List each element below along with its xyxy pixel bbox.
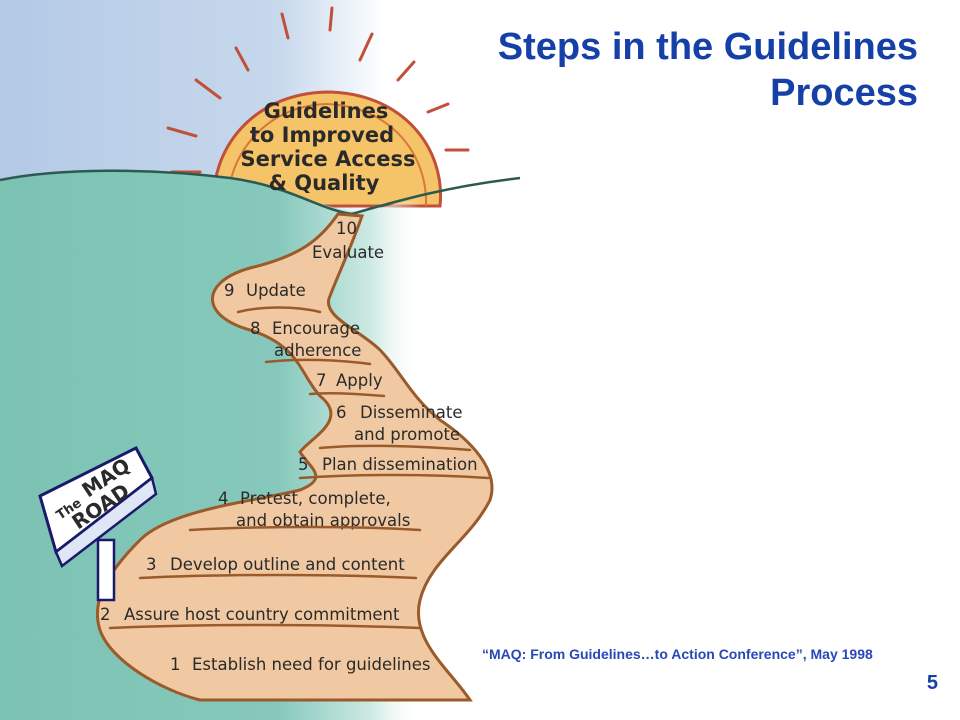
step-6-label-2: and promote bbox=[354, 425, 460, 444]
sun-text: Guidelines to Improved Service Access & … bbox=[240, 99, 415, 195]
step-1-number: 1 bbox=[170, 655, 181, 674]
sun-line-4: & Quality bbox=[269, 171, 380, 195]
step-9-number: 9 bbox=[224, 281, 235, 300]
step-3-number: 3 bbox=[146, 555, 157, 574]
sun-line-1: Guidelines bbox=[264, 99, 389, 123]
step-6-number: 6 bbox=[336, 403, 347, 422]
title-line-1: Steps in the Guidelines bbox=[497, 26, 918, 68]
step-5-label: Plan dissemination bbox=[322, 455, 478, 474]
step-10-number: 10 bbox=[336, 219, 357, 238]
step-5-number: 5 bbox=[298, 455, 309, 474]
hill-ridge-left bbox=[0, 169, 353, 216]
title-line-2: Process bbox=[770, 72, 918, 114]
step-7-label: Apply bbox=[336, 371, 383, 390]
step-2-label: Assure host country commitment bbox=[124, 605, 400, 624]
step-4-label-2: and obtain approvals bbox=[236, 511, 410, 530]
citation: “MAQ: From Guidelines…to Action Conferen… bbox=[482, 646, 873, 662]
hill-ridge-right bbox=[351, 176, 521, 216]
slide-title: Steps in the Guidelines Process bbox=[398, 24, 918, 116]
step-8-number: 8 bbox=[250, 319, 261, 338]
sign-board-edge bbox=[54, 475, 158, 568]
step-4-label: Pretest, complete, bbox=[240, 489, 391, 508]
step-10-label: Evaluate bbox=[312, 243, 384, 262]
step-4-number: 4 bbox=[218, 489, 229, 508]
step-8-label-2: adherence bbox=[274, 341, 361, 360]
sun-line-3: Service Access bbox=[240, 147, 415, 171]
step-8-label: Encourage bbox=[272, 319, 360, 338]
step-6-label: Disseminate bbox=[360, 403, 462, 422]
road bbox=[95, 212, 494, 702]
step-1-label: Establish need for guidelines bbox=[192, 655, 430, 674]
step-9-label: Update bbox=[246, 281, 306, 300]
sun-inner-ring bbox=[226, 102, 428, 207]
step-2-number: 2 bbox=[100, 605, 111, 624]
sun-rays bbox=[166, 6, 470, 174]
sun-line-2: to Improved bbox=[250, 123, 394, 147]
page-number: 5 bbox=[926, 672, 938, 694]
sign-post bbox=[96, 538, 116, 602]
step-3-label: Develop outline and content bbox=[170, 555, 405, 574]
step-labels: 10 Evaluate 9 Update 8 Encourage adheren… bbox=[100, 219, 478, 674]
step-underlines bbox=[108, 306, 490, 630]
step-7-number: 7 bbox=[316, 371, 327, 390]
